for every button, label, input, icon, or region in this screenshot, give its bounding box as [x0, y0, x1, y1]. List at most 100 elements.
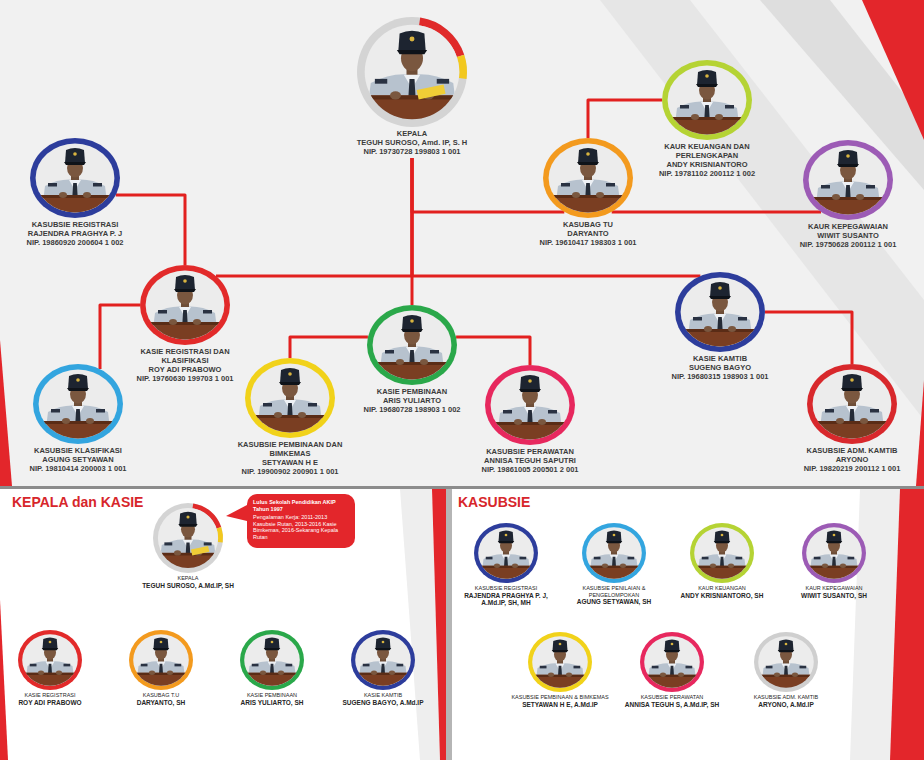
staff-photo-node: KASUBAG T.UDARYANTO, SH: [114, 628, 208, 706]
person-name: SUGENG BAGYO: [655, 363, 785, 372]
person-name: RAJENDRA PRAGHYA P. J: [10, 229, 140, 238]
position-title: KASIE REGISTRASI: [3, 692, 97, 699]
photo-circle: [10, 136, 140, 220]
staff-photo-node: KAUR KEUANGANANDY KRISNIANTORO, SH: [672, 521, 772, 599]
employee-number: NIP. 19781102 200112 1 002: [642, 169, 772, 178]
photo-circle: [133, 501, 243, 575]
position-title: KASIE PEMBINAAN: [347, 387, 477, 396]
position-title: KASUBSIE PEMBINAAN & BIMKEMAS: [510, 694, 610, 701]
position-title: KASIE REGISTRASI DAN KLASIFIKASI: [120, 347, 250, 365]
person-name: ARIS YULIARTO: [347, 396, 477, 405]
employee-number: NIP. 19730728 199803 1 001: [337, 147, 487, 156]
staff-photo-node: KEPALATEGUH SUROSO, A.Md.IP, SH: [133, 501, 243, 589]
person-name: ANDY KRISNIANTORO: [642, 160, 772, 169]
person-name: DARYANTO, SH: [114, 699, 208, 707]
position-title: KAUR KEPEGAWAIAN: [783, 222, 913, 231]
photo-circle: [564, 521, 664, 585]
position-title: KASUBSIE REGISTRASI: [10, 220, 140, 229]
photo-circle: [120, 263, 250, 347]
staff-photo-node: KASUBSIE KLASIFIKASIAGUNG SETYAWANNIP. 1…: [13, 362, 143, 473]
person-name: ARIS YULIARTO, SH: [225, 699, 319, 707]
staff-photo-node: KASUBSIE PENILAIAN & PENGELOMPOKANAGUNG …: [564, 521, 664, 606]
photo-circle: [336, 628, 430, 692]
person-name: AGUNG SETYAWAN: [13, 455, 143, 464]
employee-number: NIP. 19680728 198903 1 002: [347, 405, 477, 414]
staff-photo-node: KASUBSIE ADM. KAMTIBARYONONIP. 19820219 …: [787, 362, 917, 473]
staff-photo-node: KASIE REGISTRASIROY ADI PRABOWO: [3, 628, 97, 706]
callout-text: Pengalaman Kerja: 2011-2013 Kasubsie Rut…: [253, 514, 349, 540]
staff-photo-node: KASIE KAMTIBSUGENG BAGYONIP. 19680315 19…: [655, 270, 785, 381]
person-name: DARYANTO: [523, 229, 653, 238]
staff-photo-node: KASUBSIE PEMBINAAN & BIMKEMASSETYAWAN H …: [510, 630, 610, 708]
photo-circle: [114, 628, 208, 692]
employee-number: NIP. 19760630 199703 1 001: [120, 374, 250, 383]
connector-line: [588, 100, 662, 138]
position-title: KASUBSIE PERAWATAN: [622, 694, 722, 701]
position-title: KASIE KAMTIB: [336, 692, 430, 699]
staff-photo-node: KASUBSIE REGISTRASIRAJENDRA PRAGHYA P. J…: [10, 136, 140, 247]
position-title: KASUBSIE PENILAIAN & PENGELOMPOKAN: [564, 585, 664, 598]
position-title: KASUBSIE ADM. KAMTIB: [787, 446, 917, 455]
person-name: TEGUH SUROSO, A.Md.IP, SH: [133, 582, 243, 590]
photo-circle: [225, 356, 355, 440]
person-name: ARYONO: [787, 455, 917, 464]
position-title: KASUBSIE PEMBINAAN DAN BIMKEMAS: [225, 440, 355, 458]
staff-photo-node: KASIE REGISTRASI DAN KLASIFIKASIROY ADI …: [120, 263, 250, 383]
position-title: KASUBSIE ADM. KAMTIB: [736, 694, 836, 701]
connector-line: [456, 337, 530, 365]
staff-photo-node: KEPALATEGUH SUROSO, Amd. IP, S. HNIP. 19…: [337, 15, 487, 156]
person-name: ANNISA TEGUH SAPUTRI: [465, 456, 595, 465]
person-name: RAJENDRA PRAGHYA P. J, A.Md.IP, SH, MH: [456, 592, 556, 608]
position-title: KASUBSIE REGISTRASI: [456, 585, 556, 592]
photo-circle: [13, 362, 143, 446]
employee-number: NIP. 19750628 200112 1 001: [783, 240, 913, 249]
photo-circle: [736, 630, 836, 694]
person-name: WIWIT SUSANTO: [783, 231, 913, 240]
position-title: KASUBAG T.U: [114, 692, 208, 699]
staff-photo-node: KASUBAG TUDARYANTONIP. 19610417 198303 1…: [523, 136, 653, 247]
employee-number: NIP. 19861005 200501 2 001: [465, 465, 595, 474]
employee-number: NIP. 19820219 200112 1 001: [787, 464, 917, 473]
callout-box: Lulus Sekolah Pendidikan AKIP Tahun 1997…: [247, 494, 355, 548]
position-title: KASUBSIE KLASIFIKASI: [13, 446, 143, 455]
staff-photo-node: KAUR KEPEGAWAIANWIWIT SUSANTONIP. 197506…: [783, 138, 913, 249]
photo-circle: [783, 138, 913, 222]
employee-number: NIP. 19610417 198303 1 001: [523, 238, 653, 247]
photo-circle: [523, 136, 653, 220]
employee-number: NIP. 19900902 200901 1 001: [225, 467, 355, 476]
photo-circle: [3, 628, 97, 692]
position-title: KASUBSIE PERAWATAN: [465, 447, 595, 456]
position-title: KAUR KEUANGAN: [672, 585, 772, 592]
photo-circle: [784, 521, 884, 585]
callout-text: Lulus Sekolah Pendidikan AKIP Tahun 1997: [253, 499, 349, 512]
connector-line: [612, 211, 821, 214]
person-name: WIWIT SUSANTO, SH: [784, 592, 884, 600]
person-name: SUGENG BAGYO, A.Md.IP: [336, 699, 430, 707]
staff-photo-node: KASUBSIE PERAWATANANNISA TEGUH S, A.Md.I…: [622, 630, 722, 708]
staff-photo-node: KASUBSIE PEMBINAAN DAN BIMKEMASSETYAWAN …: [225, 356, 355, 476]
connector-line: [412, 158, 564, 212]
position-title: KASUBAG TU: [523, 220, 653, 229]
staff-photo-node: KASUBSIE REGISTRASIRAJENDRA PRAGHYA P. J…: [456, 521, 556, 607]
position-title: KAUR KEUANGAN DAN PERLENGKAPAN: [642, 142, 772, 160]
position-title: KEPALA: [133, 575, 243, 582]
person-name: ROY ADI PRABOWO: [3, 699, 97, 707]
person-name: ANDY KRISNIANTORO, SH: [672, 592, 772, 600]
staff-photo-node: KASIE PEMBINAANARIS YULIARTONIP. 1968072…: [347, 303, 477, 414]
position-title: KASIE KAMTIB: [655, 354, 785, 363]
photo-circle: [510, 630, 610, 694]
person-name: SETYAWAN H E, A.Md.IP: [510, 701, 610, 709]
staff-photo-node: KAUR KEUANGAN DAN PERLENGKAPANANDY KRISN…: [642, 58, 772, 178]
position-title: KASIE PEMBINAAN: [225, 692, 319, 699]
employee-number: NIP. 19680315 198903 1 001: [655, 372, 785, 381]
staff-photo-node: KASUBSIE ADM. KAMTIBARYONO, A.Md.IP: [736, 630, 836, 708]
person-name: AGUNG SETYAWAN, SH: [564, 598, 664, 606]
person-name: ROY ADI PRABOWO: [120, 365, 250, 374]
person-name: ANNISA TEGUH S, A.Md.IP, SH: [622, 701, 722, 709]
employee-number: NIP. 19810414 200003 1 001: [13, 464, 143, 473]
connector-line: [116, 195, 185, 265]
photo-circle: [655, 270, 785, 354]
staff-photo-node: KASIE PEMBINAANARIS YULIARTO, SH: [225, 628, 319, 706]
photo-circle: [622, 630, 722, 694]
employee-number: NIP. 19860920 200604 1 002: [10, 238, 140, 247]
